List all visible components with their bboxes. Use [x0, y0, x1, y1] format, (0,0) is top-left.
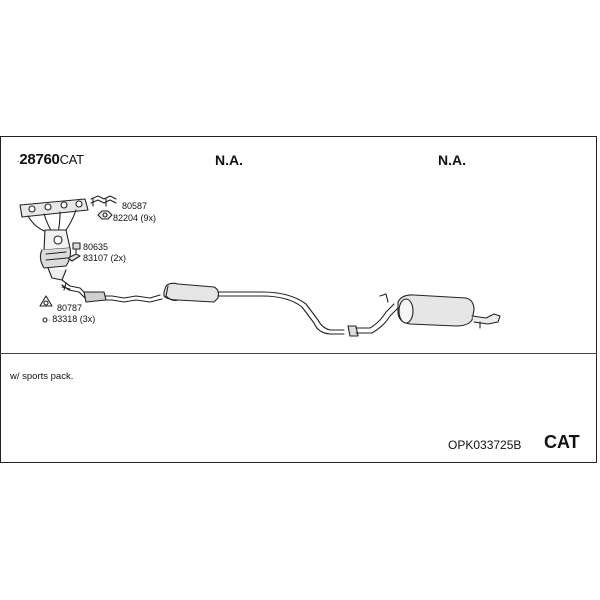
part-label-83318-text: 83318 (3x) — [52, 314, 96, 324]
part-label-83318: · 83318 (3x) — [48, 314, 95, 324]
main-part-number-value: 28760 — [19, 151, 60, 168]
part-label-80587: 80587 — [122, 201, 148, 211]
fitment-note: w/ sports pack. — [10, 371, 74, 382]
bolt-icon — [67, 253, 81, 262]
bullet-dot-icon: · — [17, 157, 20, 166]
diagram-frame — [0, 136, 597, 463]
manifold-catalyst-icon — [19, 198, 89, 281]
section-divider — [0, 353, 597, 354]
part-label-83107: 83107 (2x) — [83, 253, 127, 263]
part-label-80787: 80787 — [57, 303, 83, 313]
column-2-value: N.A. — [215, 152, 243, 168]
pipe-icon — [61, 279, 163, 303]
muffler-icon — [163, 282, 345, 335]
main-part-suffix: CAT — [59, 152, 84, 167]
part-label-82204: 82204 (9x) — [113, 213, 157, 223]
stud-bolts-icon — [90, 195, 117, 207]
kit-type: CAT — [544, 432, 580, 452]
gasket-icon — [39, 295, 53, 323]
column-3-value: N.A. — [438, 152, 466, 168]
part-label-80635: 80635 — [83, 242, 109, 252]
kit-number: OPK033725B — [448, 438, 522, 452]
sensor-plug-icon — [72, 242, 81, 254]
nut-icon — [97, 210, 113, 220]
main-part-number: ·28760CAT — [17, 151, 84, 168]
muffler-icon — [347, 293, 501, 337]
bullet-dot-icon: · — [48, 317, 53, 324]
